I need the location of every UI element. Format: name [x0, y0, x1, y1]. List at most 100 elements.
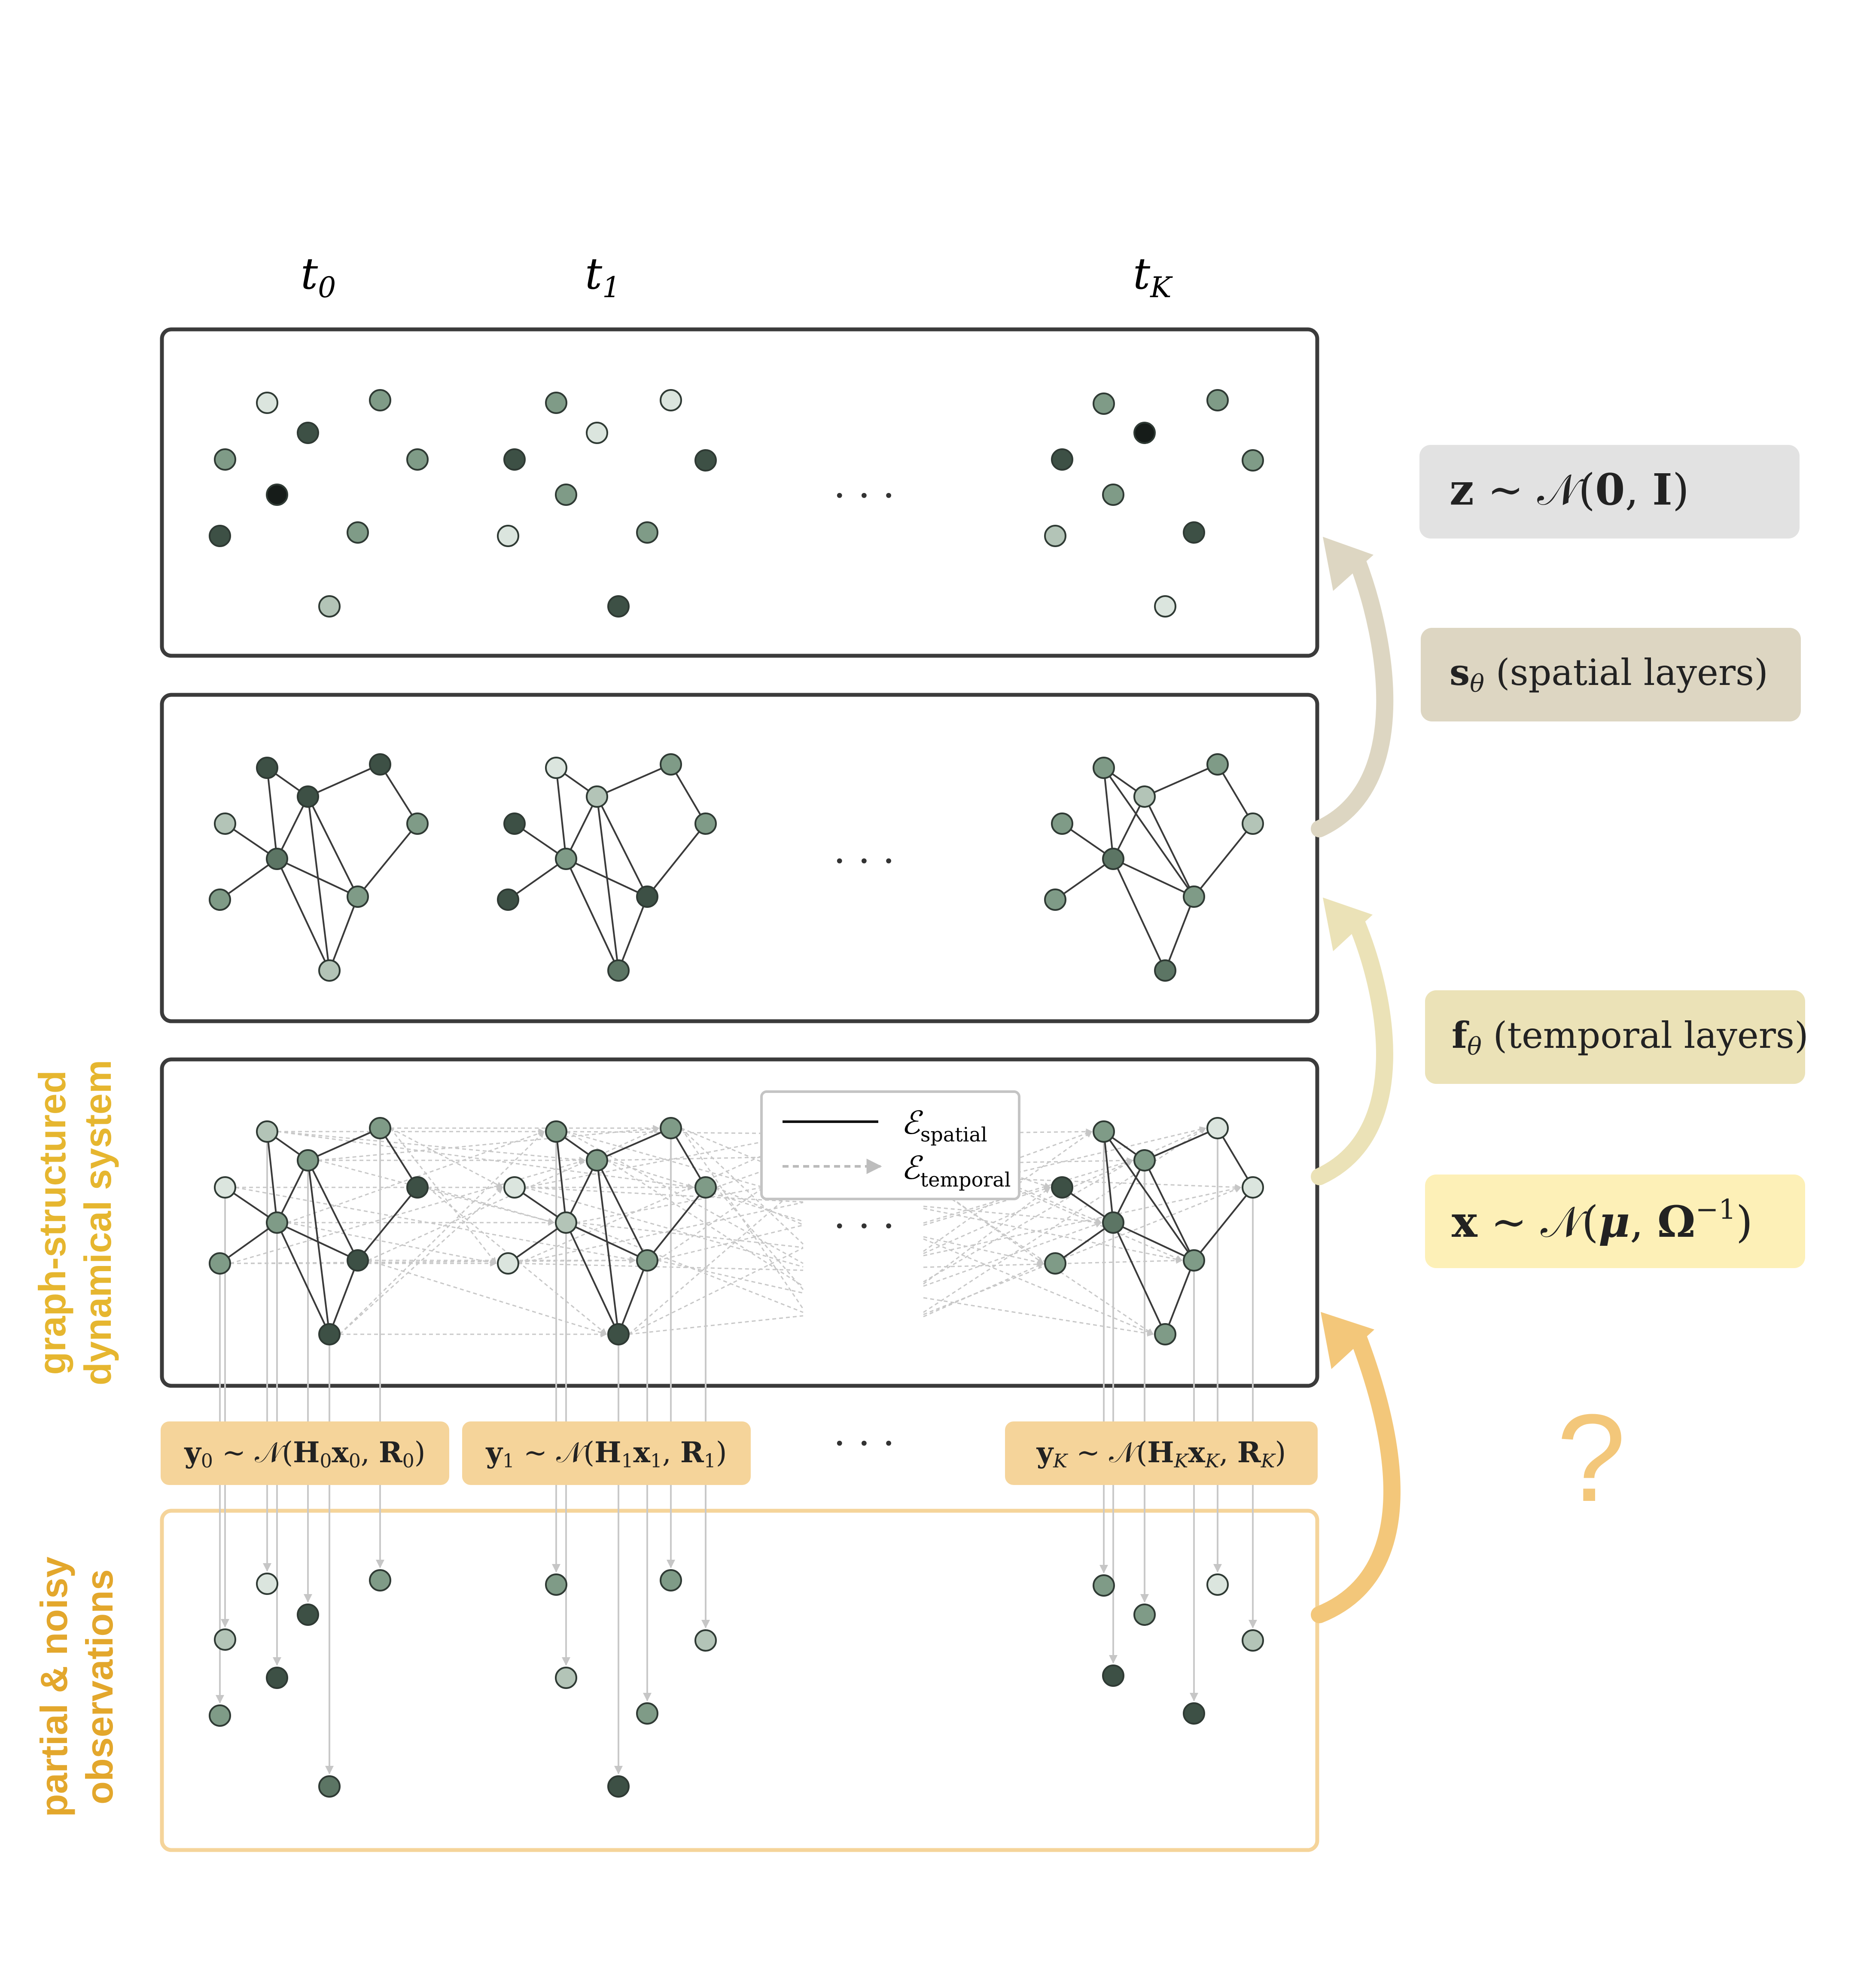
system-node-t0-6 [209, 1252, 231, 1275]
spatial-edge-t1-10 [565, 858, 619, 971]
temporal-edge-59 [923, 1159, 1133, 1283]
latent-node-t1-6 [497, 525, 519, 547]
latent-node-t0-2 [369, 389, 391, 411]
spatial-edge-t1-1 [555, 767, 567, 859]
spatial-edge-tK-11 [1164, 896, 1195, 971]
f-layers-label: fθ (temporal layers) [1452, 1014, 1809, 1061]
system-node-tK-5 [1102, 1211, 1124, 1234]
spatial-edge-t1-12 [596, 796, 619, 971]
spatial-node-t1-5 [555, 848, 577, 870]
obs-label-line2: observations [78, 1569, 121, 1804]
system-edge-tK-7 [1054, 1222, 1114, 1264]
obs-node-t0-3 [214, 1628, 236, 1651]
system-node-tK-1 [1133, 1149, 1156, 1172]
temporal-edges [230, 1125, 1242, 1344]
system-edge-tK-5 [1217, 1127, 1254, 1188]
temporal-edge-75 [923, 1149, 1183, 1261]
latent-node-tK-0 [1093, 393, 1115, 415]
latent-node-t1-2 [660, 389, 682, 411]
system-edge-t0-12 [307, 1160, 330, 1335]
temporal-edge-63 [923, 1186, 1051, 1226]
legend-box [760, 1090, 1020, 1200]
system-node-tK-4 [1242, 1176, 1264, 1199]
spatial-node-tK-0 [1093, 757, 1115, 779]
ellipsis-panel-2: · · · [833, 839, 895, 884]
system-node-tK-3 [1051, 1176, 1073, 1199]
obs-eq-0: y0 ∼ 𝒩(H0x0, R0) [184, 1436, 426, 1472]
spatial-edge-tK-7 [1054, 858, 1114, 901]
temporal-edge-15 [287, 1222, 497, 1266]
system-edge-t1-5 [670, 1127, 707, 1188]
latent-node-tK-8 [1154, 595, 1176, 618]
z-dist-label: z ∼ 𝒩(0, I) [1450, 464, 1689, 515]
spatial-edge-t1-3 [565, 796, 598, 859]
ellipsis-panel-3: · · · [833, 1204, 895, 1249]
temporal-edge-25 [339, 1187, 503, 1335]
latent-node-t0-1 [297, 422, 319, 444]
tK-sub: K [1150, 271, 1173, 304]
system-edge-tK-12 [1103, 1131, 1195, 1261]
temporal-edge-45 [518, 1263, 804, 1271]
system-node-t1-8 [607, 1323, 630, 1345]
latent-node-t1-7 [636, 521, 658, 544]
legend-temporal-sub: temporal [920, 1168, 1011, 1191]
spatial-node-t0-5 [266, 848, 288, 870]
system-node-tK-2 [1206, 1117, 1229, 1139]
spatial-node-t1-1 [586, 785, 608, 808]
obs-node-tK-2 [1206, 1573, 1229, 1596]
observation-equations: y0 ∼ 𝒩(H0x0, R0) y1 ∼ 𝒩(H1x1, R1) yK ∼ 𝒩… [161, 1421, 1318, 1485]
system-edge-tK-1 [1103, 1131, 1114, 1223]
temporal-edge-3 [318, 1125, 660, 1161]
spatial-edge-t1-4 [596, 796, 648, 897]
system-node-tK-6 [1044, 1252, 1066, 1275]
obs-node-t0-5 [209, 1704, 231, 1727]
system-edge-t0-7 [219, 1222, 278, 1264]
spatial-edge-t0-2 [308, 764, 381, 797]
system-edge-tK-8 [1113, 1222, 1194, 1261]
obs-node-tK-4 [1102, 1664, 1124, 1687]
latent-node-t1-5 [555, 484, 577, 506]
temporal-edge-79 [923, 1238, 1154, 1335]
temporal-edge-16 [287, 1130, 545, 1223]
obs-eq-K: yK ∼ 𝒩(HKxK, RK) [1036, 1436, 1286, 1472]
temporal-edge-12 [427, 1187, 555, 1224]
latent-noise-panel [160, 327, 1319, 658]
spatial-edge-tK-3 [1112, 796, 1145, 859]
system-edge-t0-1 [266, 1131, 278, 1223]
spatiotemporal-graph-panel [160, 1057, 1319, 1388]
spatial-node-t0-1 [297, 785, 319, 808]
temporal-gap-mask [804, 1202, 923, 1344]
unknown-prior-question: ? [1556, 1388, 1626, 1528]
flow-arrows [1311, 537, 1401, 1623]
latent-node-tK-6 [1044, 525, 1066, 547]
ellipsis-obs: · · · [833, 1421, 895, 1466]
obs-node-tK-0 [1093, 1574, 1115, 1597]
system-edge-t1-2 [597, 1127, 671, 1161]
latent-node-t0-0 [256, 392, 278, 414]
latent-node-t1-3 [503, 448, 526, 471]
spatial-node-tK-2 [1206, 753, 1229, 776]
system-node-tK-0 [1093, 1120, 1115, 1143]
spatial-edge-tK-2 [1144, 764, 1218, 797]
spatial-node-tK-1 [1133, 785, 1156, 808]
temporal-edge-62 [923, 1127, 1206, 1313]
latent-node-tK-4 [1242, 449, 1264, 472]
spatial-node-tK-7 [1183, 885, 1205, 908]
temporal-edge-10 [235, 1187, 636, 1263]
temporal-edge-77 [923, 1257, 1183, 1268]
time-label-t0: t0 [301, 249, 336, 304]
arrow-obs-head [1321, 1312, 1374, 1369]
spatial-node-t0-3 [214, 812, 236, 835]
spatial-node-t1-6 [497, 889, 519, 911]
obs-node-t0-0 [256, 1573, 278, 1595]
spatial-node-t0-8 [318, 959, 341, 982]
time-label-tK: tK [1133, 249, 1173, 304]
spatial-edge-t0-5 [379, 764, 418, 825]
system-node-t0-2 [369, 1117, 391, 1139]
observations-panel [160, 1509, 1319, 1852]
arrow-obs-to-x [1311, 1326, 1401, 1623]
temporal-edge-71 [923, 1205, 1102, 1226]
latent-node-t0-8 [318, 595, 341, 618]
obs-eq-box-K [1005, 1421, 1318, 1485]
temporal-edge-72 [923, 1263, 1044, 1318]
